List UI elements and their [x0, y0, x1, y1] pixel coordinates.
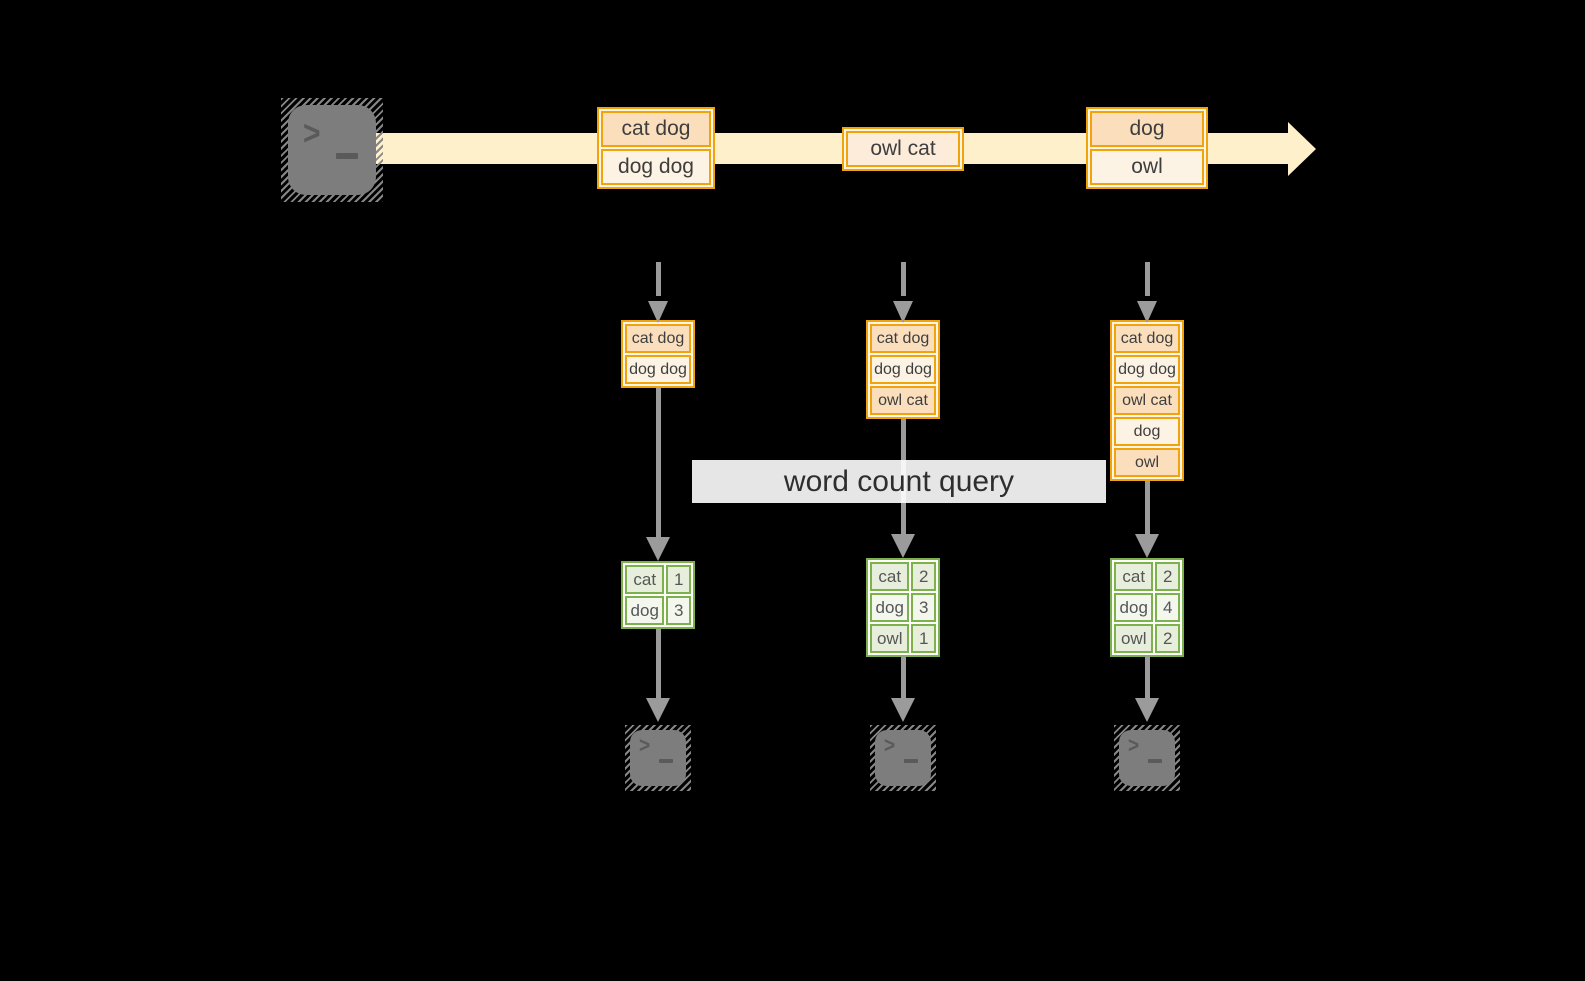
terminal-body: > [630, 730, 686, 786]
stream-batch-3: dog owl [1086, 107, 1208, 189]
source-terminal-icon: > [281, 98, 383, 202]
batch-row: owl cat [846, 131, 960, 167]
batch-row: dog [1090, 111, 1204, 147]
record-stack-3: cat dog dog dog owl cat dog owl [1110, 320, 1184, 481]
word-cell: dog [870, 593, 910, 622]
word-cell: cat [625, 565, 665, 594]
output-terminal-icon: > [870, 725, 936, 791]
record-stack-1: cat dog dog dog [621, 320, 695, 388]
stack-row: cat dog [870, 324, 936, 353]
stack-row: owl cat [870, 386, 936, 415]
batch-row: owl [1090, 149, 1204, 185]
stack-row: dog dog [870, 355, 936, 384]
word-cell: cat [1114, 562, 1154, 591]
output-arrow-stem [1145, 656, 1150, 699]
table-row: dog 4 [1114, 593, 1180, 622]
word-cell: owl [870, 624, 910, 653]
output-arrow-stem [656, 629, 661, 699]
word-cell: cat [870, 562, 910, 591]
output-arrow-stem [901, 656, 906, 699]
cursor-bar-icon [1148, 759, 1162, 763]
stream-batch-1: cat dog dog dog [597, 107, 715, 189]
output-terminal-icon: > [625, 725, 691, 791]
table-row: owl 2 [1114, 624, 1180, 653]
table-row: owl 1 [870, 624, 936, 653]
terminal-body: > [1119, 730, 1175, 786]
stack-row: dog dog [1114, 355, 1180, 384]
table-row: dog 3 [870, 593, 936, 622]
query-arrow-stem [656, 388, 661, 538]
cursor-bar-icon [659, 759, 673, 763]
cursor-bar-icon [336, 153, 358, 159]
table-row: dog 3 [625, 596, 691, 625]
batch-row: cat dog [601, 111, 711, 147]
count-cell: 1 [911, 624, 936, 653]
output-arrow-head-icon [1135, 698, 1159, 722]
stack-row: dog [1114, 417, 1180, 446]
query-arrow-head-icon [646, 537, 670, 561]
count-cell: 3 [911, 593, 936, 622]
count-cell: 2 [1155, 562, 1180, 591]
count-cell: 4 [1155, 593, 1180, 622]
dashed-arrow-stem [1145, 262, 1150, 296]
count-cell: 1 [666, 565, 691, 594]
query-arrow-head-icon [1135, 534, 1159, 558]
count-cell: 3 [666, 596, 691, 625]
terminal-body: > [875, 730, 931, 786]
stack-row: owl cat [1114, 386, 1180, 415]
output-arrow-head-icon [646, 698, 670, 722]
output-terminal-icon: > [1114, 725, 1180, 791]
table-row: cat 2 [870, 562, 936, 591]
stream-arrowhead-icon [1288, 122, 1316, 176]
word-cell: dog [1114, 593, 1154, 622]
record-stack-2: cat dog dog dog owl cat [866, 320, 940, 419]
word-cell: dog [625, 596, 665, 625]
dashed-arrow-stem [656, 262, 661, 296]
result-table-3: cat 2 dog 4 owl 2 [1110, 558, 1184, 657]
cursor-bar-icon [904, 759, 918, 763]
query-arrow-stem [1145, 481, 1150, 535]
count-cell: 2 [1155, 624, 1180, 653]
stream-batch-2: owl cat [842, 127, 964, 171]
count-cell: 2 [911, 562, 936, 591]
prompt-chevron-icon: > [884, 734, 896, 759]
prompt-chevron-icon: > [639, 734, 651, 759]
dashed-arrow-head-icon [648, 301, 668, 323]
query-arrow-head-icon [891, 534, 915, 558]
stack-row: cat dog [1114, 324, 1180, 353]
prompt-chevron-icon: > [303, 114, 321, 153]
terminal-body: > [288, 105, 376, 195]
table-row: cat 1 [625, 565, 691, 594]
dashed-arrow-head-icon [1137, 301, 1157, 323]
result-table-1: cat 1 dog 3 [621, 561, 695, 629]
dashed-arrow-stem [901, 262, 906, 296]
stack-row: cat dog [625, 324, 691, 353]
result-table-2: cat 2 dog 3 owl 1 [866, 558, 940, 657]
table-row: cat 2 [1114, 562, 1180, 591]
word-cell: owl [1114, 624, 1154, 653]
batch-row: dog dog [601, 149, 711, 185]
output-arrow-head-icon [891, 698, 915, 722]
stack-row: dog dog [625, 355, 691, 384]
stack-row: owl [1114, 448, 1180, 477]
word-count-query-label: word count query [692, 460, 1106, 503]
prompt-chevron-icon: > [1128, 734, 1140, 759]
dashed-arrow-head-icon [893, 301, 913, 323]
